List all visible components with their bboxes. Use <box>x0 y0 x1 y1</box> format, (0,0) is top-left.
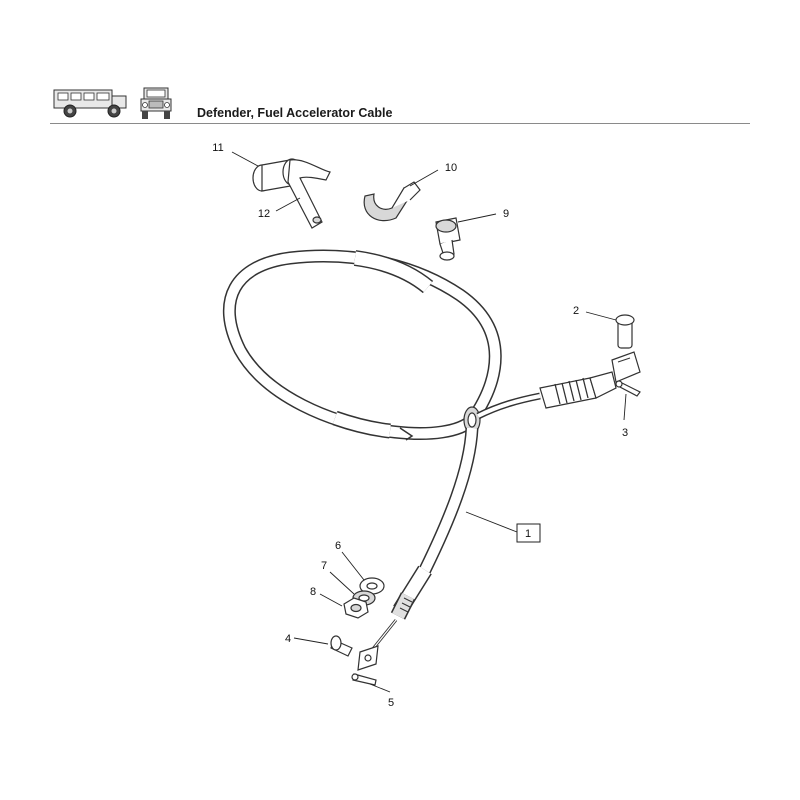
callout-4: 4 <box>285 633 291 645</box>
callout-1: 1 <box>525 528 531 540</box>
pedal-clevis-pin <box>330 635 353 657</box>
leader-lines <box>231 151 627 693</box>
defender-side-view-icon <box>53 89 127 118</box>
defender-front-view-icon <box>140 87 172 119</box>
callout-5: 5 <box>388 697 394 709</box>
split-pin <box>615 380 641 397</box>
callout-9: 9 <box>503 208 509 220</box>
callout-11: 11 <box>212 142 223 154</box>
callout-12: 12 <box>258 208 270 220</box>
accelerator-cable <box>222 249 641 671</box>
callout-3: 3 <box>622 427 628 439</box>
hex-nut <box>343 597 369 619</box>
callout-10: 10 <box>445 162 457 174</box>
callout-6: 6 <box>335 540 341 552</box>
page-header: Defender, Fuel Accelerator Cable <box>0 0 800 130</box>
cable-p-clip <box>363 181 421 222</box>
pedal-split-pin <box>351 673 377 686</box>
page-title: Defender, Fuel Accelerator Cable <box>197 106 393 120</box>
callout-7: 7 <box>321 560 327 572</box>
clevis-pin <box>615 314 635 349</box>
mounting-bracket <box>287 159 331 229</box>
callout-2: 2 <box>573 305 579 317</box>
callout-8: 8 <box>310 586 316 598</box>
header-divider <box>50 123 750 124</box>
bulkhead-grommet <box>435 217 461 261</box>
callout-box-1 <box>516 523 541 543</box>
